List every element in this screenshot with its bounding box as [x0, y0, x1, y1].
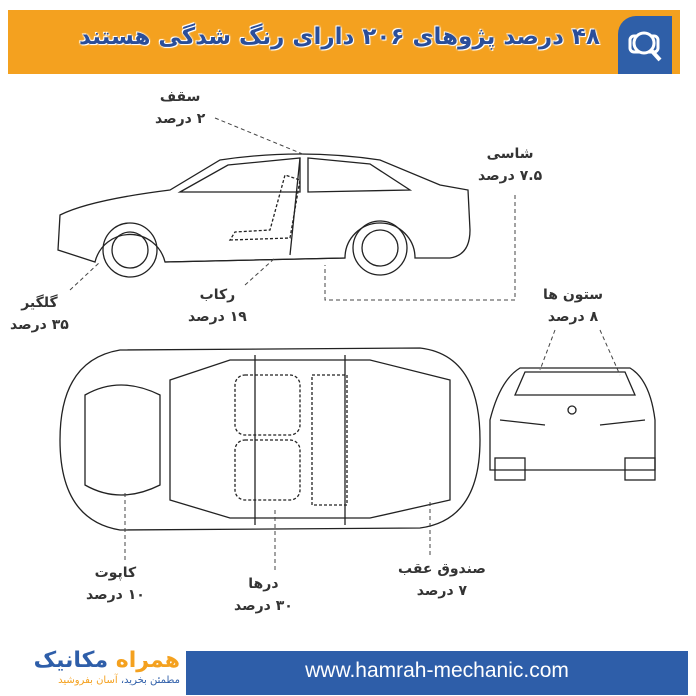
car-search-icon [618, 16, 672, 74]
leader-lines [69, 117, 621, 570]
label-doors: درها ۳۰ درصد [234, 573, 293, 617]
label-hood: کاپوت ۱۰ درصد [86, 562, 145, 606]
label-sill: رکاب ۱۹ درصد [188, 284, 247, 328]
trunk-name: صندوق عقب [398, 561, 486, 577]
sill-name: رکاب [199, 287, 236, 303]
label-roof: سقف ۲ درصد [155, 86, 205, 130]
hood-value: ۱۰ درصد [86, 587, 145, 603]
tagline-part2: آسان بفروشید [58, 675, 118, 686]
hood-name: کاپوت [94, 565, 137, 581]
pillars-value: ۸ درصد [547, 309, 599, 325]
car-top-view [59, 347, 481, 531]
car-side-view [57, 153, 471, 278]
chassis-value: ۷.۵ درصد [478, 168, 543, 184]
trunk-value: ۷ درصد [416, 583, 468, 599]
tagline-part1: مطمئن بخرید، [120, 675, 180, 686]
chassis-name: شاسی [486, 146, 534, 162]
sill-value: ۱۹ درصد [188, 309, 247, 325]
label-fender: گلگیر ۳۵ درصد [10, 292, 69, 336]
fender-value: ۳۵ درصد [10, 317, 69, 333]
car-rear-view [489, 367, 656, 481]
header-title: ۴۸ درصد پژوهای ۲۰۶ دارای رنگ شدگی هستند [79, 24, 600, 50]
logo-part2: مکانیک [33, 648, 109, 673]
roof-name: سقف [159, 89, 201, 105]
label-chassis: شاسی ۷.۵ درصد [478, 143, 542, 187]
header-banner: ۴۸ درصد پژوهای ۲۰۶ دارای رنگ شدگی هستند [8, 10, 680, 74]
doors-value: ۳۰ درصد [234, 598, 293, 614]
footer-bar: www.hamrah-mechanic.com [186, 651, 688, 695]
roof-value: ۲ درصد [155, 111, 206, 127]
logo-name: همراه مکانیک [8, 648, 180, 674]
website-url[interactable]: www.hamrah-mechanic.com [305, 659, 569, 682]
brand-logo: همراه مکانیک مطمئن بخرید، آسان بفروشید [8, 648, 180, 694]
fender-name: گلگیر [21, 295, 58, 311]
label-pillars: ستون ها ۸ درصد [543, 284, 603, 328]
pillars-name: ستون ها [543, 287, 604, 303]
doors-name: درها [248, 576, 279, 592]
logo-part1: همراه [115, 648, 180, 673]
label-trunk: صندوق عقب ۷ درصد [398, 558, 486, 602]
logo-tagline: مطمئن بخرید، آسان بفروشید [8, 674, 180, 688]
